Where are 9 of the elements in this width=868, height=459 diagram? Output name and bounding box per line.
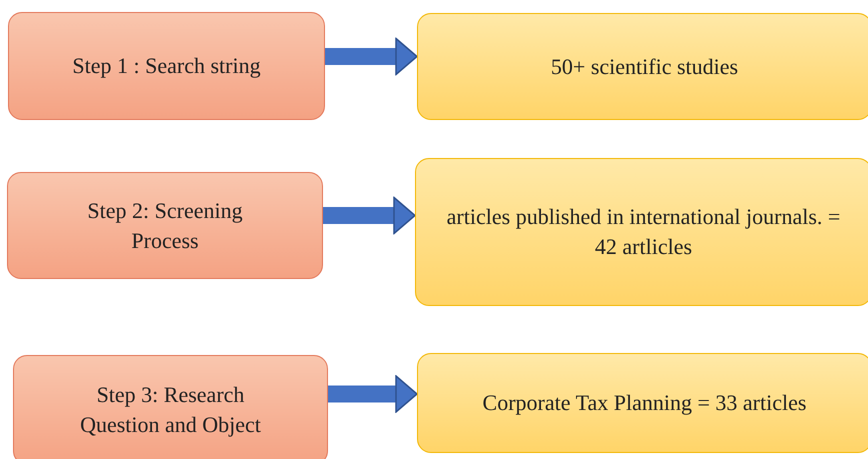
result-box: articles published in international journals. = 42 artlicles	[415, 158, 868, 306]
result-box: 50+ scientific studies	[417, 13, 868, 120]
block-arrow	[325, 38, 418, 76]
result-box: Corporate Tax Planning = 33 articles	[417, 353, 868, 453]
block-arrow	[323, 196, 416, 234]
block-arrow	[328, 375, 418, 413]
step-box: Step 3: Research Question and Object	[13, 355, 328, 459]
step-box: Step 1 : Search string	[8, 12, 325, 120]
step-box: Step 2: Screening Process	[7, 172, 323, 279]
